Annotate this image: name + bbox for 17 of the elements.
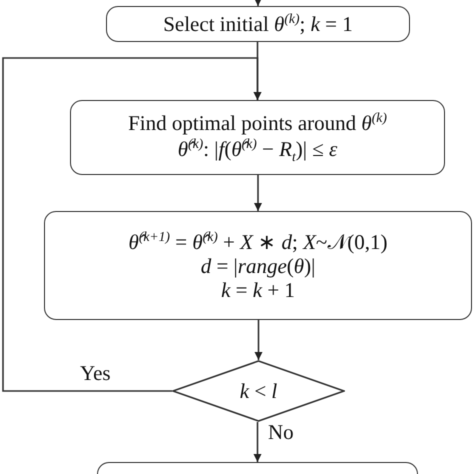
process-box	[106, 6, 410, 42]
formula-text: θ̂$^{(k+1)}$ = θ̂$^{(k)}$ + X ∗ d; X~𝒩(0,1)	[128, 228, 388, 254]
arrow	[254, 422, 262, 462]
arrow	[2, 57, 262, 392]
arrow	[254, 320, 262, 360]
process-box	[97, 462, 418, 474]
process-box	[70, 100, 445, 175]
formula-text: k = k + 1	[221, 278, 295, 302]
arrow	[254, 175, 262, 211]
formula-text: θ̂$^{(k)}$: |f(θ̂$^{(k)}$ − R$_{t}$)| ≤ ε	[178, 136, 338, 165]
formula-text: Find optimal points around θ$^{(k)}$	[128, 110, 387, 136]
formula-text: d = |range(θ)|	[200, 254, 316, 278]
formula-text: k < l	[240, 378, 278, 404]
process-box	[44, 211, 472, 320]
decision-diamond	[172, 360, 345, 422]
formula-text: Select initial θ$^{(k)}$; k = 1	[163, 11, 353, 37]
arrow	[254, 0, 262, 6]
